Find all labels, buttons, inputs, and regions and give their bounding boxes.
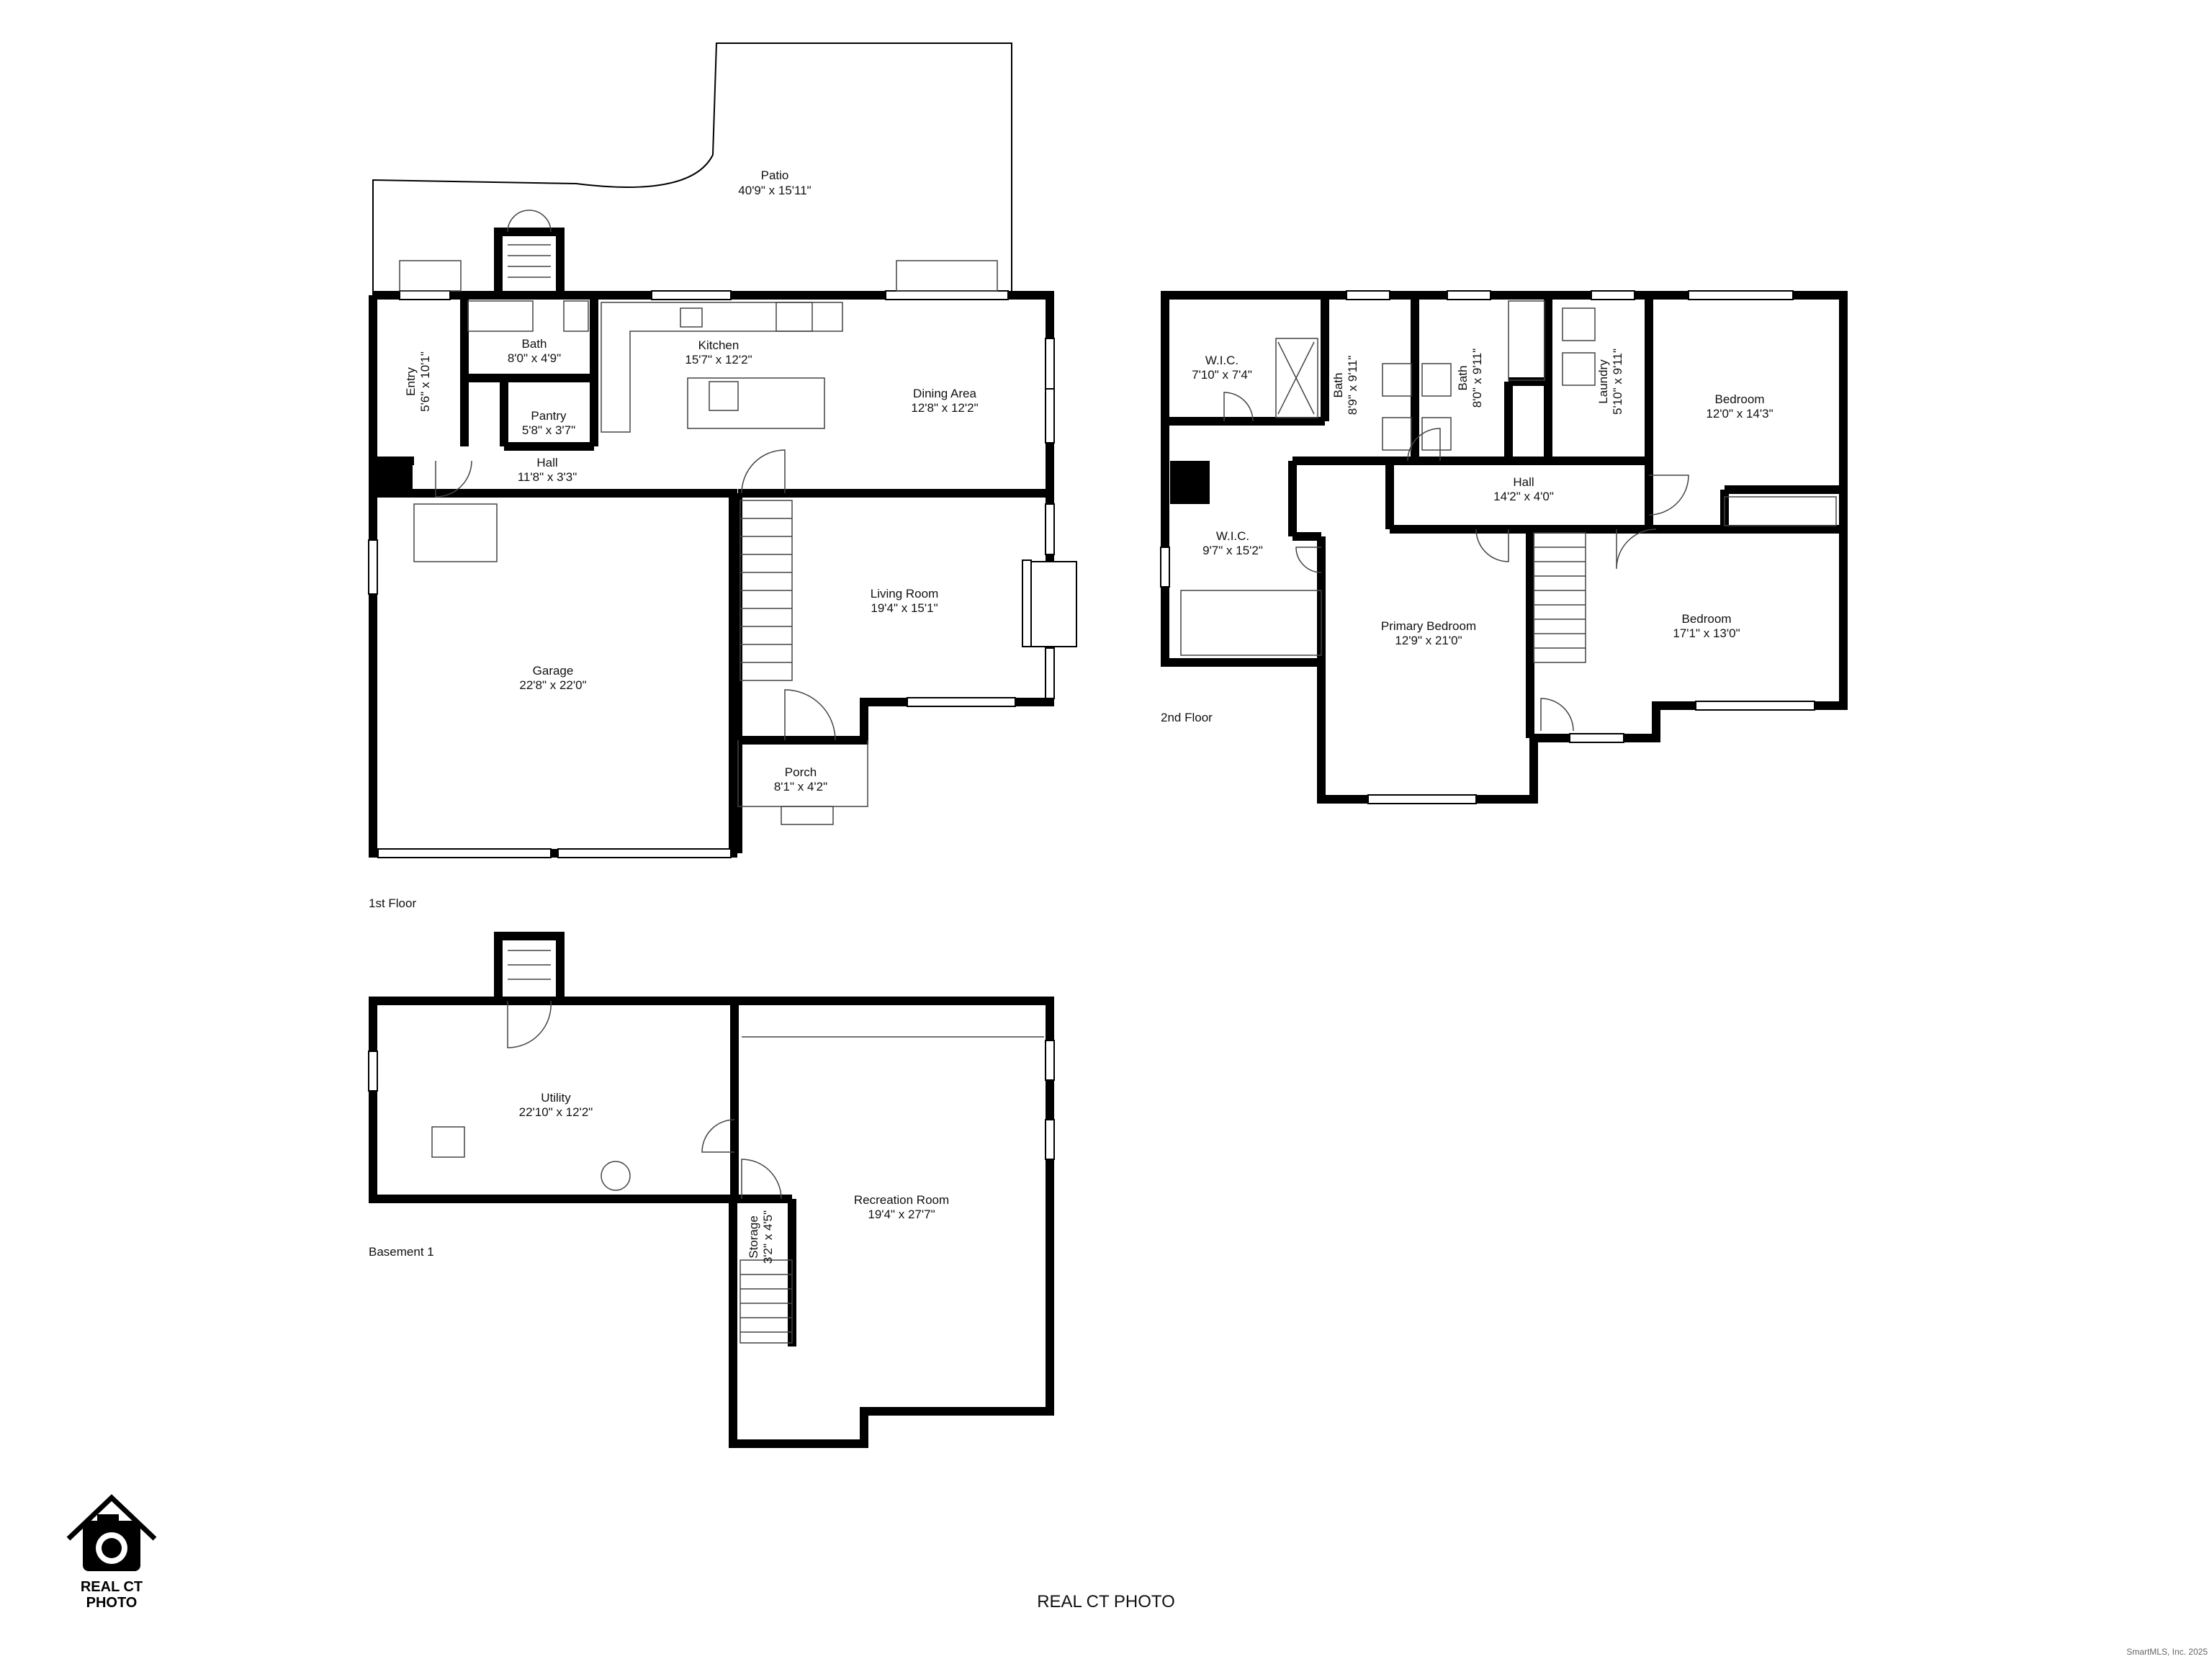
room-dims-bedroom1: 12'0" x 14'3" [1706,407,1773,421]
room-name-laundry: Laundry [1596,359,1610,404]
room-name-bath1: Bath [522,337,547,351]
room-dims-entry: 5'6" x 10'1" [418,351,432,412]
floor-labels: 1st Floor 2nd Floor Basement 1 [369,711,1213,1259]
room-name-hall2: Hall [1513,475,1534,489]
kitchen-island [687,377,825,429]
utility-equipment [431,1126,465,1158]
second-floor [1160,290,1848,804]
garage-step [413,503,498,562]
room-name-bedroom2: Bedroom [1682,612,1732,626]
basement-steps [494,932,565,1005]
living-door-swing [741,449,786,494]
room-name-entry: Entry [404,367,418,396]
room-dims-porch: 8'1" x 4'2" [774,780,827,793]
room-dims-wic1: 7'10" x 7'4" [1192,368,1252,382]
second-floor-outer-wall [1161,291,1848,804]
room-name-living: Living Room [871,587,939,601]
shower [1275,338,1318,418]
toilet [563,300,589,332]
chimney-2f [1170,461,1210,504]
first-floor [368,42,1077,858]
water-heater [601,1161,631,1191]
room-dims-bath1: 8'0" x 4'9" [508,351,561,365]
basement-outer-wall [369,997,1054,1448]
room-dims-kitchen: 15'7" x 12'2" [685,353,752,367]
fireplace [1029,561,1077,647]
copyright-credit: SmartMLS, Inc. 2025 [2126,1647,2208,1657]
room-dims-hall2: 14'2" x 4'0" [1493,490,1554,503]
room-dims-dining: 12'8" x 12'2" [911,401,978,415]
room-dims-patio: 40'9" x 15'11" [738,184,811,197]
floor-label-first: 1st Floor [369,896,416,910]
room-name-recreation: Recreation Room [854,1193,949,1207]
room-name-storage: Storage [747,1215,760,1259]
entry-door-swing [435,460,472,498]
room-name-utility: Utility [541,1091,571,1105]
room-name-hall1: Hall [536,456,557,469]
room-dims-bath3: 8'0" x 9'11" [1470,349,1484,408]
room-dims-pantry: 5'8" x 3'7" [522,423,575,437]
room-name-patio: Patio [761,168,789,182]
room-name-kitchen: Kitchen [698,338,739,352]
fireplace-hearth [1022,559,1032,647]
chimney-block [373,461,413,495]
kitchen-counter [601,302,843,433]
room-name-bedroom1: Bedroom [1715,392,1765,406]
room-dims-bath2: 8'9" x 9'11" [1346,356,1359,415]
room-dims-wic2: 9'7" x 15'2" [1202,544,1263,557]
room-dims-recreation: 19'4" x 27'7" [868,1208,935,1221]
back-steps [494,228,565,300]
island-sink [709,381,739,411]
stove [775,302,813,332]
room-name-wic1: W.I.C. [1205,354,1238,367]
back-door-swing [507,210,552,233]
kitchen-sink [680,307,703,328]
room-dims-garage: 22'8" x 22'0" [519,678,586,692]
bath-vanity [467,300,534,332]
room-name-wic2: W.I.C. [1216,529,1249,543]
room-name-bath3: Bath [1456,366,1470,391]
floor-label-second: 2nd Floor [1161,711,1213,724]
room-name-dining: Dining Area [913,387,976,400]
room-dims-primary: 12'9" x 21'0" [1395,634,1462,647]
room-name-pantry: Pantry [531,409,567,423]
room-name-bath2: Bath [1331,373,1345,398]
watermark-text: REAL CT PHOTO [1037,1592,1175,1611]
real-ct-photo-logo: REAL CT PHOTO [66,1494,157,1611]
front-door-swing [784,689,836,741]
basement-stairs [739,1259,793,1344]
room-dims-hall1: 11'8" x 3'3" [518,470,577,484]
room-name-porch: Porch [785,765,817,779]
room-dims-utility: 22'10" x 12'2" [519,1105,593,1119]
room-dims-living: 19'4" x 15'1" [871,601,938,615]
basement [368,932,1055,1448]
stairs-2f [1533,532,1586,663]
floor-label-basement: Basement 1 [369,1245,434,1259]
logo-text-line1: REAL CT [81,1579,143,1595]
room-name-primary: Primary Bedroom [1381,619,1476,633]
room-name-garage: Garage [533,664,574,678]
logo-text-line2: PHOTO [86,1595,138,1611]
room-dims-laundry: 5'10" x 9'11" [1611,349,1624,415]
room-dims-bedroom2: 17'1" x 13'0" [1673,626,1740,640]
patio-outline [372,42,1012,295]
tub-2f [1508,300,1545,381]
room-dims-storage: 3'2" x 4'5" [761,1210,775,1264]
room-labels: Patio 40'9" x 15'11" Entry 5'6" x 10'1" … [404,168,1773,1264]
